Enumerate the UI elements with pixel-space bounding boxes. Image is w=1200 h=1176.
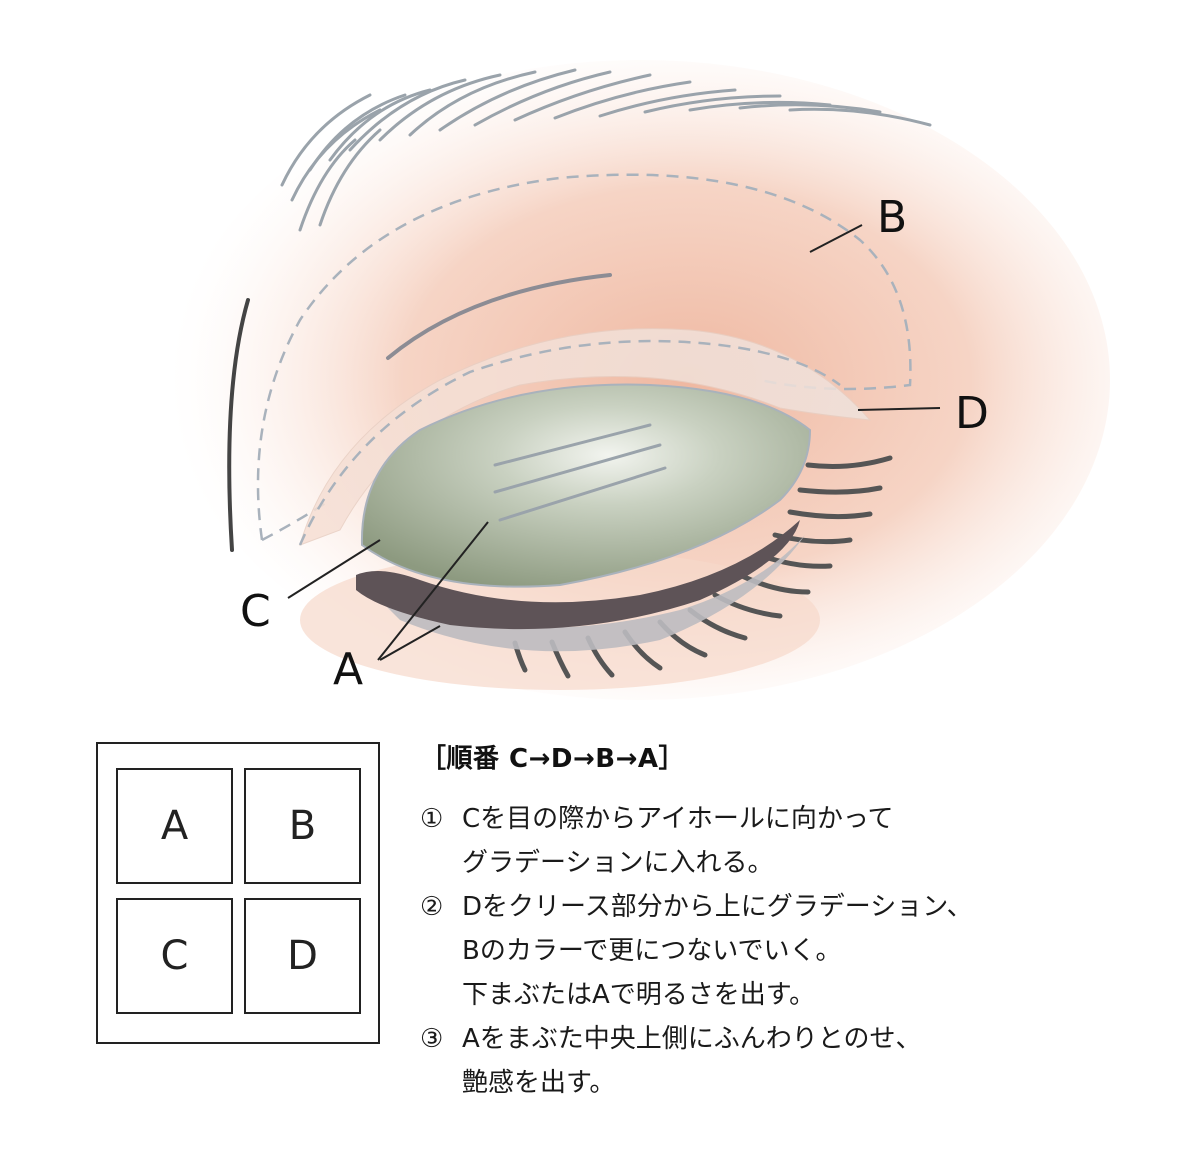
step-text: 艶感を出す。 [462, 1068, 616, 1098]
eyeshadow-palette: A B C D [96, 742, 380, 1044]
instruction-step: ③ Aをまぶた中央上側にふんわりとのせ、 艶感を出す。 [420, 1017, 1180, 1105]
callout-d-label: D [955, 388, 989, 439]
step-text: Bのカラーで更につないでいく。 [462, 936, 842, 966]
step-number: ② [420, 892, 444, 922]
step-text: Dをクリース部分から上にグラデーション、 [462, 892, 973, 922]
callout-leaders [287, 224, 941, 661]
nose-bridge-line [227, 298, 250, 552]
instruction-step: ② Dをクリース部分から上にグラデーション、 Bのカラーで更につないでいく。 下… [420, 885, 1180, 1017]
application-instructions: ［順番 C→D→B→A］ ① Cを目の際からアイホールに向かって グラデーション… [420, 738, 1180, 1105]
zone-d-dashed [298, 339, 841, 546]
step-text: Cを目の際からアイホールに向かって [462, 804, 894, 834]
step-number: ③ [420, 1024, 444, 1054]
eye-makeup-illustration [170, 60, 1110, 700]
palette-pan-d: D [244, 898, 361, 1014]
crease-line [386, 273, 612, 360]
step-text: Aをまぶた中央上側にふんわりとのせ、 [462, 1024, 922, 1054]
palette-pan-c: C [116, 898, 233, 1014]
step-number: ① [420, 804, 444, 834]
callout-a-label: A [333, 644, 364, 695]
instruction-step: ① Cを目の際からアイホールに向かって グラデーションに入れる。 [420, 797, 1180, 885]
callout-c-label: C [240, 586, 271, 637]
zone-b-outline [256, 173, 912, 541]
eyelid-shadow-a [360, 383, 812, 588]
palette-pan-a: A [116, 768, 233, 884]
step-text: グラデーションに入れる。 [462, 848, 774, 878]
callout-b-label: B [877, 192, 908, 243]
shine-lines [493, 423, 667, 522]
palette-pan-b: B [244, 768, 361, 884]
order-heading: ［順番 C→D→B→A］ [420, 744, 686, 774]
step-text: 下まぶたはAで明るさを出す。 [462, 980, 816, 1010]
eyebrow [280, 68, 932, 232]
lash-line [356, 520, 800, 630]
lower-lid-shadow [380, 535, 805, 652]
